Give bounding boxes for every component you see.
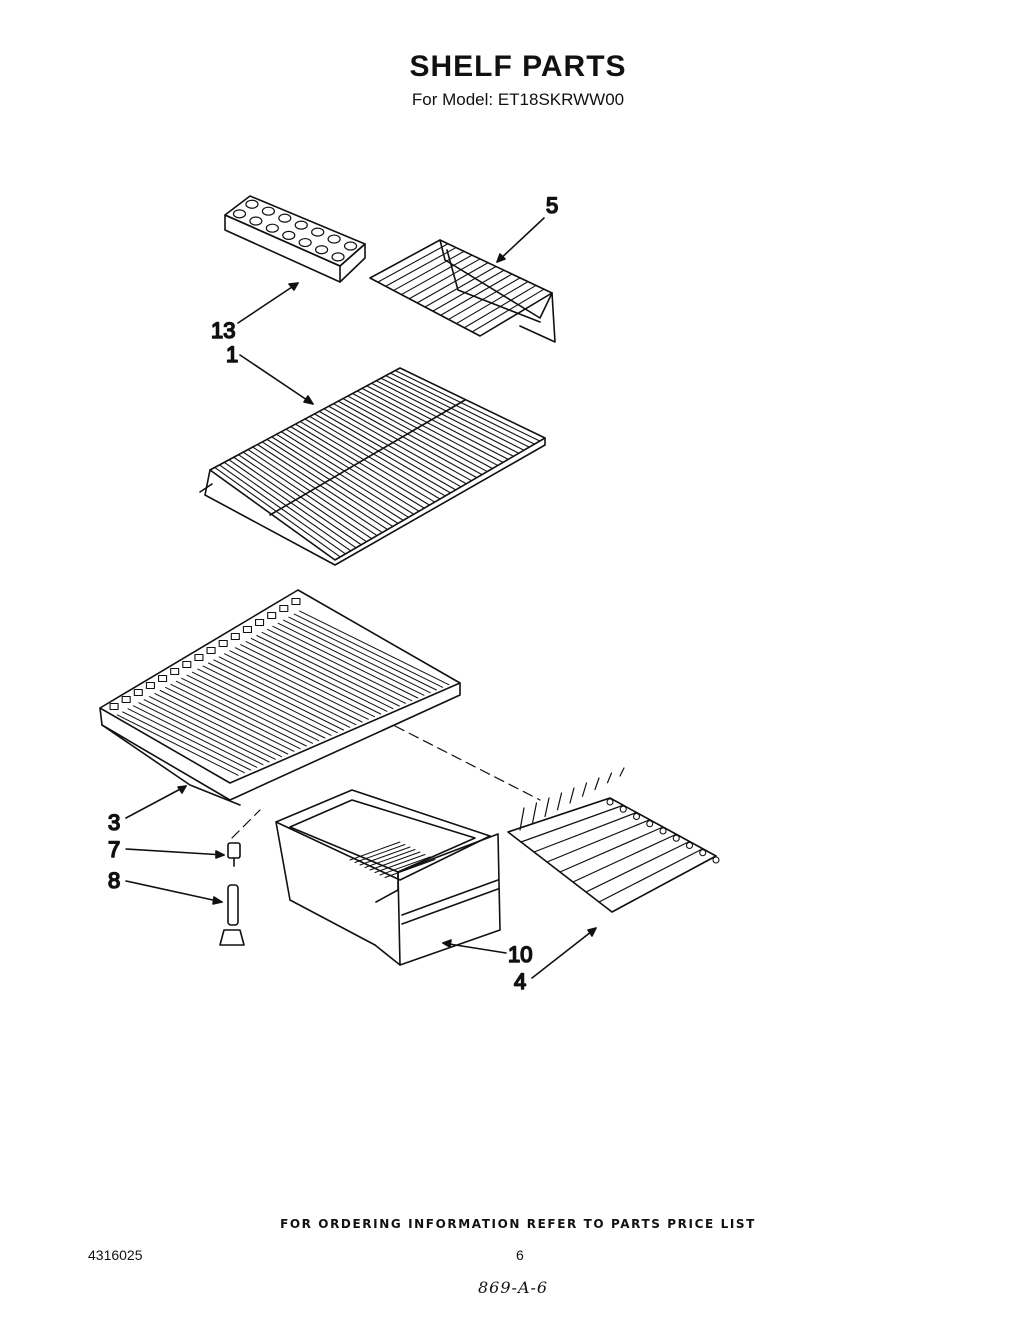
rod-illustration (219, 884, 245, 946)
model-subtitle: For Model: ET18SKRWW00 (411, 90, 625, 109)
callout-8: 8 (108, 868, 120, 893)
callout-3: 3 (108, 810, 120, 835)
handwritten-code: 869-A-6 (478, 1278, 549, 1297)
callout-labels: 13 1 5 3 7 8 10 4 (107, 192, 559, 995)
document-number: 4316025 (88, 1247, 143, 1263)
ordering-note: FOR ORDERING INFORMATION REFER TO PARTS … (280, 1217, 756, 1231)
glide-illustration (227, 842, 241, 867)
large-shelf-illustration (199, 367, 546, 566)
page-number: 6 (516, 1247, 524, 1263)
callout-7: 7 (108, 837, 120, 862)
callout-5: 5 (546, 193, 558, 218)
ice-tray-illustration (224, 195, 366, 283)
crisper-cover-illustration (99, 589, 461, 806)
alignment-lines (231, 725, 541, 839)
page-title: SHELF PARTS (409, 50, 627, 83)
crisper-drawer-illustration (275, 789, 501, 966)
small-wire-shelf-illustration (369, 239, 556, 343)
callout-13: 13 (211, 318, 235, 343)
callout-10: 10 (508, 942, 532, 967)
leader-lines (125, 217, 597, 979)
callout-1: 1 (226, 342, 238, 367)
wire-basket-illustration (507, 767, 720, 913)
callout-4: 4 (514, 969, 526, 994)
